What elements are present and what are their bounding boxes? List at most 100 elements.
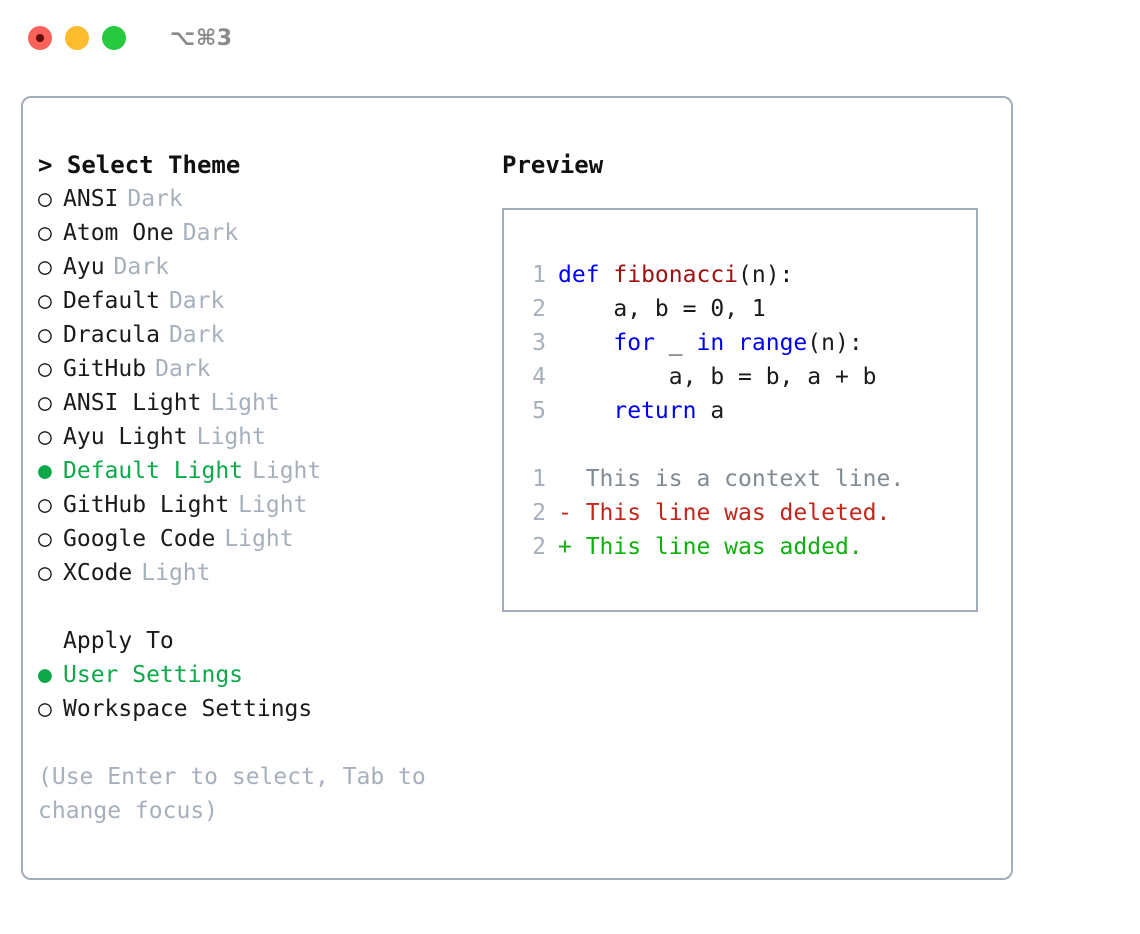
theme-variant-label: Light	[210, 390, 280, 416]
code-token-keyword: range	[738, 330, 808, 356]
code-token-keyword: in	[696, 330, 725, 356]
code-line: 2 a, b = 0, 1	[516, 292, 968, 326]
line-number: 2	[532, 500, 546, 526]
apply-to-list: ● User Settings ○ Workspace Settings	[38, 658, 508, 726]
line-number: 2	[532, 296, 546, 322]
theme-name-label: Default Light	[63, 458, 244, 484]
theme-list-item[interactable]: ○ Default Dark	[38, 284, 508, 318]
code-token-plain	[558, 330, 613, 356]
radio-unselected-icon: ○	[38, 322, 52, 348]
line-number: 2	[532, 534, 546, 560]
close-icon-dot	[36, 34, 44, 42]
maximize-button-icon[interactable]	[102, 26, 126, 50]
theme-list-item[interactable]: ○ ANSI Light Light	[38, 386, 508, 420]
diff-line-text: - This line was deleted.	[558, 500, 891, 526]
theme-variant-label: Dark	[168, 288, 225, 314]
code-token-keyword: for	[613, 330, 655, 356]
line-number: 1	[532, 262, 546, 288]
radio-unselected-icon: ○	[38, 186, 52, 212]
code-token-plain: (n):	[807, 330, 863, 356]
line-number: 3	[532, 330, 546, 356]
radio-selected-icon: ●	[38, 662, 52, 688]
preview-title: Preview	[502, 151, 604, 179]
theme-variant-label: Light	[141, 560, 211, 586]
code-token-keyword: def	[558, 262, 614, 288]
code-line-content: return a	[558, 394, 724, 428]
theme-list-item[interactable]: ○ ANSI Dark	[38, 182, 508, 216]
radio-unselected-icon: ○	[38, 220, 52, 246]
code-line: 3 for _ in range(n):	[516, 326, 968, 360]
theme-name-label: ANSI Light	[63, 390, 202, 416]
radio-unselected-icon: ○	[38, 390, 52, 416]
theme-name-label: Google Code	[63, 526, 216, 552]
theme-list-item[interactable]: ○ Google Code Light	[38, 522, 508, 556]
theme-variant-label: Light	[252, 458, 322, 484]
apply-to-label: User Settings	[63, 662, 244, 688]
diff-line-context: 1 This is a context line.	[516, 462, 968, 496]
theme-name-label: Atom One	[63, 220, 174, 246]
diff-line-added: 2 + This line was added.	[516, 530, 968, 564]
theme-name-label: ANSI	[63, 186, 119, 212]
keyboard-hint-text: (Use Enter to select, Tab to change focu…	[38, 764, 426, 824]
code-line: 5 return a	[516, 394, 968, 428]
apply-to-option[interactable]: ○ Workspace Settings	[38, 692, 508, 726]
theme-name-label: Ayu	[63, 254, 105, 280]
theme-variant-label: Dark	[182, 220, 239, 246]
theme-list-item[interactable]: ● Default Light Light	[38, 454, 508, 488]
code-token-plain	[724, 330, 738, 356]
code-line-content: a, b = 0, 1	[558, 292, 765, 326]
line-number: 5	[532, 398, 546, 424]
minimize-button-icon[interactable]	[65, 26, 89, 50]
theme-variant-label: Light	[196, 424, 266, 450]
radio-unselected-icon: ○	[38, 696, 52, 722]
theme-variant-label: Dark	[113, 254, 169, 280]
theme-name-label: Ayu Light	[63, 424, 188, 450]
radio-unselected-icon: ○	[38, 288, 52, 314]
title-bar: ⌥⌘3	[0, 0, 1140, 76]
keyboard-shortcut-label: ⌥⌘3	[170, 25, 233, 51]
code-line: 4 a, b = b, a + b	[516, 360, 968, 394]
theme-list-item[interactable]: ○ Atom One Dark	[38, 216, 508, 250]
code-token-plain: _	[654, 330, 697, 356]
apply-to-title: Apply To	[63, 628, 174, 654]
theme-name-label: GitHub Light	[63, 492, 230, 518]
theme-variant-label: Dark	[127, 186, 183, 212]
diff-line-text: This is a context line.	[558, 466, 905, 492]
diff-line-deleted: 2 - This line was deleted.	[516, 496, 968, 530]
theme-variant-label: Light	[224, 526, 294, 552]
radio-unselected-icon: ○	[38, 560, 52, 586]
code-token-function: fibonacci	[613, 262, 739, 288]
radio-selected-icon: ●	[38, 458, 52, 484]
window-controls	[28, 26, 126, 50]
apply-to-option[interactable]: ● User Settings	[38, 658, 508, 692]
close-button-icon[interactable]	[28, 26, 52, 50]
radio-unselected-icon: ○	[38, 526, 52, 552]
code-line-content: a, b = b, a + b	[558, 360, 877, 394]
theme-name-label: GitHub	[63, 356, 147, 382]
code-line: 1 def fibonacci(n):	[516, 258, 968, 292]
line-number: 4	[532, 364, 546, 390]
diff-line-text: + This line was added.	[558, 534, 863, 560]
code-token-plain: a, b = b, a + b	[558, 364, 877, 390]
apply-to-label: Workspace Settings	[63, 696, 313, 722]
code-line-content: def fibonacci(n):	[558, 258, 793, 292]
code-line-content: for _ in range(n):	[558, 326, 863, 360]
theme-name-label: Default	[63, 288, 160, 314]
code-token-keyword: return	[613, 398, 697, 424]
code-token-plain	[558, 398, 613, 424]
theme-name-label: Dracula	[63, 322, 160, 348]
